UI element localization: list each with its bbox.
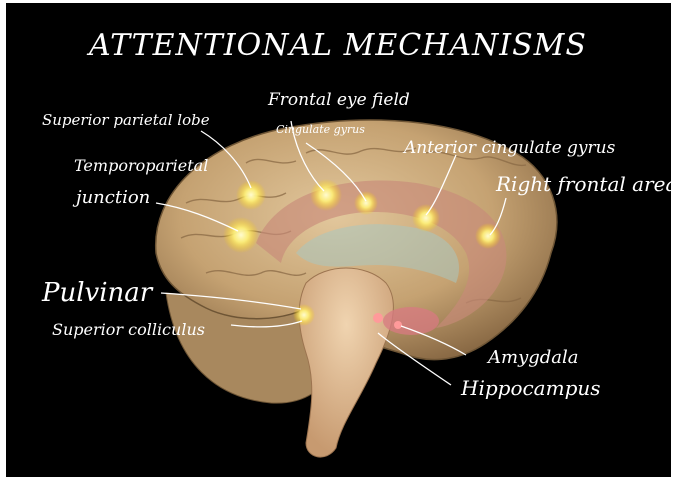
label-pulvinar: Pulvinar (41, 278, 154, 308)
label-right-frontal-area: Right frontal area (495, 172, 671, 196)
label-junction: junction (72, 187, 150, 208)
label-superior-colliculus: Superior colliculus (52, 320, 205, 339)
label-hippocampus: Hippocampus (460, 376, 601, 400)
label-temporoparietal: Temporoparietal (74, 156, 208, 175)
diagram-frame: ATTENTIONAL MECHANISMS Superior parietal… (6, 3, 671, 477)
label-amygdala: Amygdala (486, 347, 579, 368)
label-cingulate-gyrus: Cingulate gyrus (276, 123, 365, 136)
label-anterior-cingulate-gyrus: Anterior cingulate gyrus (402, 138, 616, 158)
brainstem (299, 268, 393, 457)
brain-diagram: ATTENTIONAL MECHANISMS Superior parietal… (6, 3, 671, 477)
label-superior-parietal-lobe: Superior parietal lobe (42, 111, 210, 129)
diagram-title: ATTENTIONAL MECHANISMS (86, 28, 587, 63)
label-frontal-eye-field: Frontal eye field (267, 90, 410, 110)
